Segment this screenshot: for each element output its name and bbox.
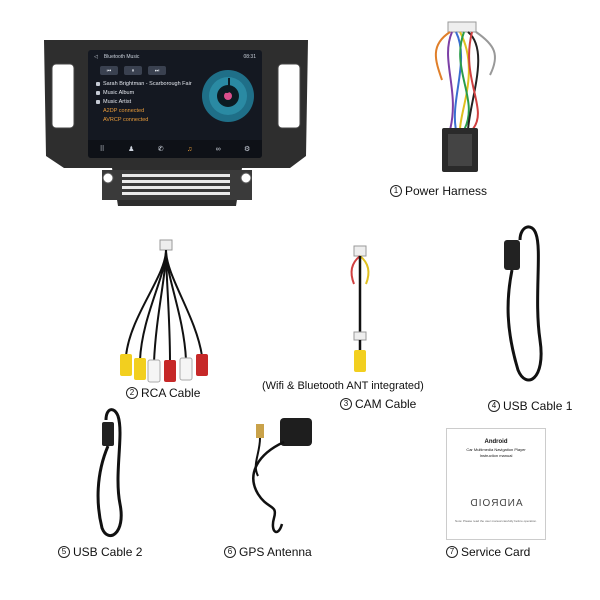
usb-cable-1-label: 4 USB Cable 1 <box>488 399 572 413</box>
item-number: 3 <box>340 398 352 410</box>
previous-track-button[interactable]: ⏮ <box>100 66 118 75</box>
usb-cable-1-image <box>504 225 543 382</box>
keypad-icon[interactable]: ⠿ <box>99 146 105 153</box>
playback-controls: ⏮ ⏸ ⏭ <box>100 66 166 75</box>
person-icon <box>96 82 100 86</box>
app-dock: ⠿ ♟ ✆ ♫ ∞ ⚙ <box>88 140 262 158</box>
head-unit: ◁ Bluetooth Music 08:31 ⏮ ⏸ ⏭ Sarah Brig… <box>40 38 312 210</box>
card-title: Android <box>484 439 508 445</box>
next-track-button[interactable]: ⏭ <box>148 66 166 75</box>
music-artist-icon <box>96 100 100 104</box>
item-label: Power Harness <box>405 184 488 198</box>
contacts-icon[interactable]: ♟ <box>128 146 135 153</box>
phone-icon[interactable]: ✆ <box>157 146 164 153</box>
track-title: Sarah Brightman - Scarborough Fair <box>103 81 192 87</box>
cam-cable-label: 3 CAM Cable <box>340 397 416 411</box>
item-number: 7 <box>446 546 458 558</box>
gps-antenna-label: 6 GPS Antenna <box>224 545 312 559</box>
item-number: 4 <box>488 400 500 412</box>
back-icon[interactable]: ◁ <box>94 53 98 60</box>
status-title: Bluetooth Music <box>103 53 140 60</box>
card-logo: ANDROID <box>469 498 523 509</box>
gps-antenna-image <box>252 418 312 534</box>
card-footnote: Note: Please read the user manual carefu… <box>455 519 537 523</box>
a2dp-status: A2DP connected <box>103 108 145 114</box>
artist-row: Music Artist <box>96 99 192 105</box>
card-subtitle: Car Multimedia Navigation Player <box>466 447 526 452</box>
music-disc-icon <box>202 70 254 122</box>
item-number: 2 <box>126 387 138 399</box>
card-manual: Instruction manual <box>479 453 513 458</box>
album-label: Music Album <box>103 90 135 96</box>
power-harness-image <box>434 21 496 172</box>
album-row: Music Album <box>96 90 192 96</box>
item-label: USB Cable 2 <box>73 545 143 559</box>
artist-label: Music Artist <box>103 99 132 105</box>
pause-button[interactable]: ⏸ <box>124 66 142 75</box>
service-card-image: Android Car Multimedia Navigation Player… <box>446 428 546 540</box>
usb-cable-2-label: 5 USB Cable 2 <box>58 545 142 559</box>
service-card-label: 7 Service Card <box>446 545 530 559</box>
usb-cable-2-image <box>96 408 123 538</box>
rca-cable-label: 2 RCA Cable <box>126 386 200 400</box>
item-label: GPS Antenna <box>239 545 312 559</box>
item-number: 6 <box>224 546 236 558</box>
settings-icon[interactable]: ⚙ <box>244 146 251 153</box>
cam-cable-note: (Wifi & Bluetooth ANT integrated) <box>262 380 424 392</box>
item-number: 5 <box>58 546 70 558</box>
item-label: RCA Cable <box>141 386 201 400</box>
rca-cable-image <box>120 239 208 383</box>
item-label: Service Card <box>461 545 531 559</box>
music-album-icon <box>96 91 100 95</box>
screen-status-bar: ◁ Bluetooth Music 08:31 <box>88 50 262 63</box>
item-label: USB Cable 1 <box>503 399 573 413</box>
head-unit-screen: ◁ Bluetooth Music 08:31 ⏮ ⏸ ⏭ Sarah Brig… <box>88 50 262 158</box>
track-title-row: Sarah Brightman - Scarborough Fair <box>96 81 192 87</box>
music-icon[interactable]: ♫ <box>187 145 193 153</box>
item-label: CAM Cable <box>355 397 417 411</box>
power-harness-label: 1 Power Harness <box>390 184 487 198</box>
avrcp-status: AVRCP connected <box>103 117 149 123</box>
track-info: Sarah Brightman - Scarborough Fair Music… <box>96 81 192 123</box>
item-number: 1 <box>390 185 402 197</box>
status-time: 08:31 <box>243 53 256 60</box>
cam-cable-image <box>350 245 370 372</box>
link-icon[interactable]: ∞ <box>215 145 221 153</box>
